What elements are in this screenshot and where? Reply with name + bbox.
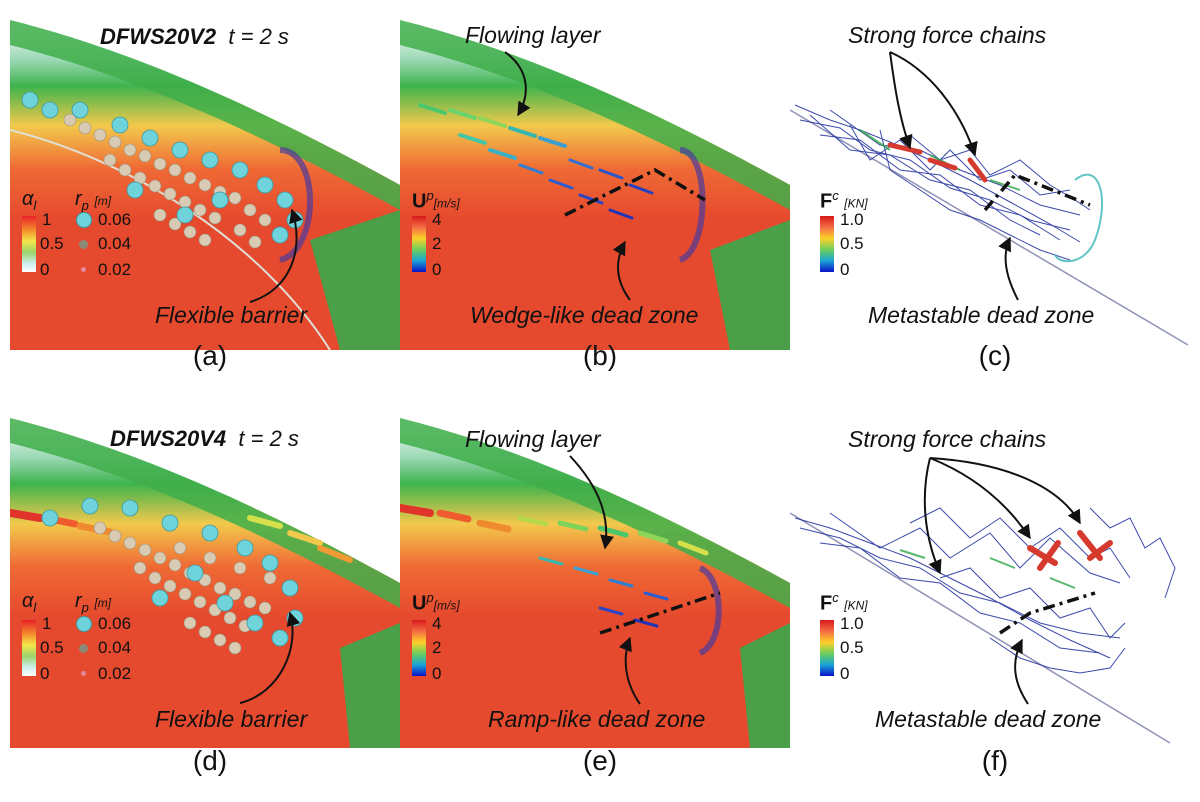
arrows-c <box>889 51 1019 301</box>
force-tick-05-c: 0.5 <box>840 234 864 253</box>
velocity-tick-4-e: 4 <box>432 614 442 633</box>
velocity-field-b <box>400 20 790 350</box>
annotation-flexible-barrier-a: Flexible barrier <box>155 302 308 328</box>
velocity-tick-4-b: 4 <box>432 210 442 229</box>
arrow-flexible-barrier-a <box>249 208 303 303</box>
arrows-f <box>923 457 1081 705</box>
velocity-tick-2-b: 2 <box>432 234 442 253</box>
alpha-tick-1-d: 1 <box>42 614 52 633</box>
alpha-legend-symbol-d: αl <box>22 590 37 615</box>
annotation-metastable-dead-zone-f: Metastable dead zone <box>875 706 1102 732</box>
velocity-tick-0-e: 0 <box>432 664 442 683</box>
panel-label-c: (c) <box>978 340 1012 371</box>
panel-d: DFWS20V4 t = 2 s Flexible barrier αl 1 0… <box>10 408 400 748</box>
case-title-d: DFWS20V4 t = 2 s <box>110 426 299 451</box>
arrows-b <box>504 51 631 301</box>
alpha-tick-0-a: 0 <box>40 260 50 279</box>
panel-label-b: (b) <box>582 340 618 371</box>
radius-value-mid-a: 0.04 <box>98 234 132 253</box>
force-network-f <box>790 507 1176 744</box>
alpha-colorbar-d <box>22 620 36 676</box>
velocity-field-e <box>400 418 790 748</box>
force-legend-symbol-c: Fc [KN] <box>820 188 868 213</box>
force-colorbar-f <box>820 620 834 676</box>
panel-f: Strong force chains Metastable dead zone… <box>790 408 1190 748</box>
annotation-flexible-barrier-d: Flexible barrier <box>155 706 308 732</box>
force-tick-1-f: 1.0 <box>840 614 864 633</box>
radius-legend-symbol-d: rp [m] <box>75 590 112 615</box>
force-network-c <box>790 104 1189 346</box>
particle-small-swatch-a <box>81 267 86 272</box>
velocity-colorbar-e <box>412 620 426 676</box>
force-colorbar-c <box>820 216 834 272</box>
particle-large-swatch-a <box>76 212 92 228</box>
annotation-strong-force-chains-c: Strong force chains <box>848 22 1047 48</box>
annotation-ramp-dead-zone-e: Ramp-like dead zone <box>488 706 706 732</box>
panel-label-a: (a) <box>192 340 228 371</box>
panel-label-f: (f) <box>981 745 1009 776</box>
annotation-metastable-dead-zone-c: Metastable dead zone <box>868 302 1095 328</box>
force-tick-05-f: 0.5 <box>840 638 864 657</box>
radius-value-mid-d: 0.04 <box>98 638 132 657</box>
radius-value-large-a: 0.06 <box>98 210 132 229</box>
alpha-legend-symbol-a: αl <box>22 188 37 213</box>
particle-cluster-d <box>41 497 304 655</box>
velocity-tick-0-b: 0 <box>432 260 442 279</box>
panel-a: DFWS20V2 t = 2 s Flexible barrier αl 1 0… <box>10 10 400 350</box>
velocity-legend-symbol-e: Up[m/s] <box>412 590 460 615</box>
force-legend-symbol-f: Fc [KN] <box>820 590 868 615</box>
velocity-legend-symbol-b: Up[m/s] <box>412 188 460 213</box>
annotation-flowing-layer-b: Flowing layer <box>465 22 601 48</box>
radius-value-small-d: 0.02 <box>98 664 132 683</box>
arrow-flexible-barrier-d <box>239 611 301 704</box>
particle-mid-swatch-a <box>79 240 88 249</box>
particle-small-swatch-d <box>81 671 86 676</box>
particle-cluster-a <box>21 91 304 249</box>
force-tick-0-f: 0 <box>840 664 850 683</box>
annotation-strong-force-chains-f: Strong force chains <box>848 426 1047 452</box>
panel-label-d: (d) <box>192 745 228 776</box>
radius-value-large-d: 0.06 <box>98 614 132 633</box>
particle-large-swatch-d <box>76 616 92 632</box>
panel-c: Strong force chains Metastable dead zone… <box>790 10 1190 350</box>
radius-value-small-a: 0.02 <box>98 260 132 279</box>
annotation-flowing-layer-e: Flowing layer <box>465 426 601 452</box>
radius-legend-symbol-a: rp [m] <box>75 188 112 213</box>
alpha-colorbar-a <box>22 216 36 272</box>
force-tick-1-c: 1.0 <box>840 210 864 229</box>
force-tick-0-c: 0 <box>840 260 850 279</box>
panel-label-e: (e) <box>582 745 618 776</box>
alpha-tick-05-d: 0.5 <box>40 638 64 657</box>
panel-b: Flowing layer Wedge-like dead zone Up[m/… <box>400 10 790 350</box>
particle-mid-swatch-d <box>79 644 88 653</box>
velocity-tick-2-e: 2 <box>432 638 442 657</box>
panel-e: Flowing layer Ramp-like dead zone Up[m/s… <box>400 408 790 748</box>
case-title-a: DFWS20V2 t = 2 s <box>100 24 289 49</box>
alpha-tick-05-a: 0.5 <box>40 234 64 253</box>
alpha-tick-0-d: 0 <box>40 664 50 683</box>
annotation-wedge-dead-zone-b: Wedge-like dead zone <box>470 302 699 328</box>
alpha-tick-1-a: 1 <box>42 210 52 229</box>
velocity-colorbar-b <box>412 216 426 272</box>
arrows-e <box>569 455 641 705</box>
